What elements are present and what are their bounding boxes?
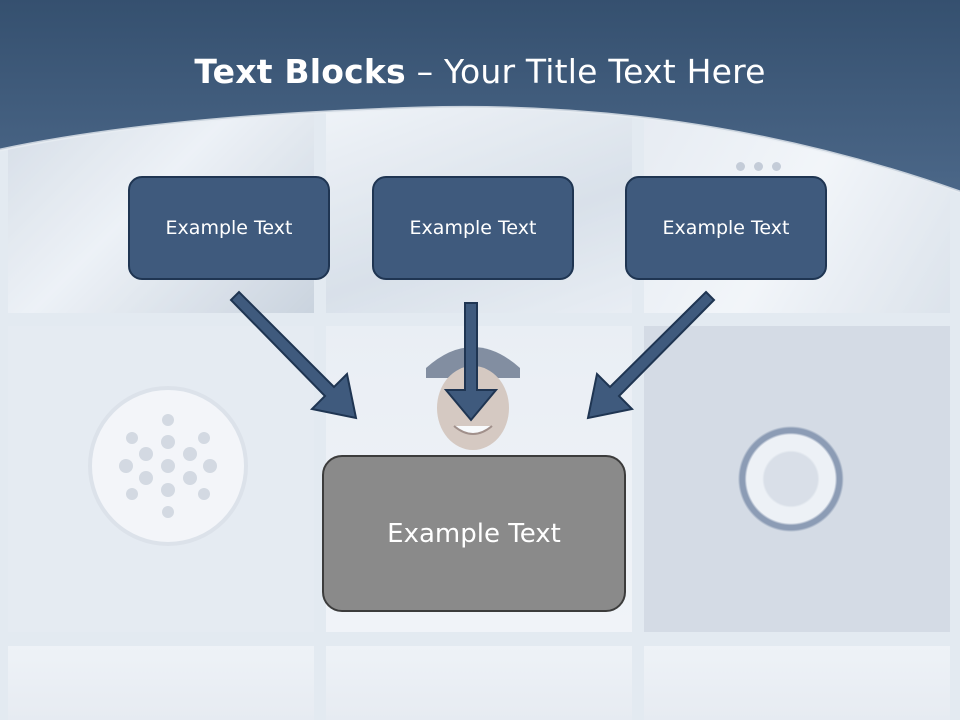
title-bold: Text Blocks xyxy=(194,52,406,91)
text-block-middle: Example Text xyxy=(372,176,574,280)
photo-tile-bottom-left xyxy=(8,646,314,720)
text-block-center: Example Text xyxy=(322,455,626,612)
header-band xyxy=(0,0,960,194)
title-rest: Your Title Text Here xyxy=(443,52,766,91)
drain-icon xyxy=(88,386,248,546)
photo-tile-bottom-middle xyxy=(326,646,632,720)
title-dash: – xyxy=(405,52,444,91)
slide-title: Text Blocks – Your Title Text Here xyxy=(0,52,960,91)
text-block-right: Example Text xyxy=(625,176,827,280)
photo-tile-bottom-right xyxy=(644,646,950,720)
text-block-left: Example Text xyxy=(128,176,330,280)
